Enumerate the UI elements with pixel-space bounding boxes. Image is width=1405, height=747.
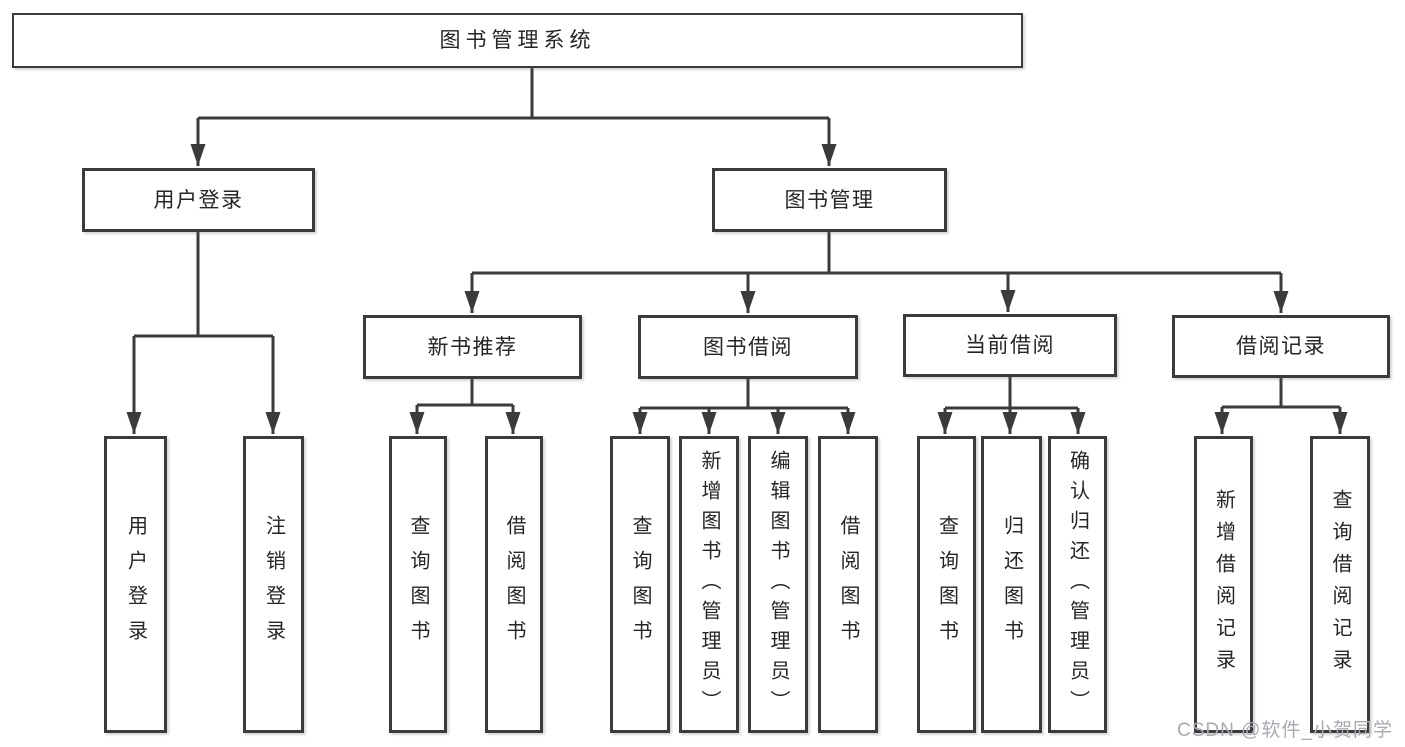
leaf-add-borrow-record: 新增借阅记录	[1194, 436, 1253, 733]
node-label: 图书管理	[784, 188, 875, 212]
leaf-return-book: 归还图书	[981, 436, 1042, 733]
leaf-label: 查询图书	[407, 514, 429, 655]
leaf-label: 新增借阅记录	[1212, 488, 1235, 681]
leaf-logout: 注销登录	[243, 436, 304, 733]
leaf-user-login: 用户登录	[104, 436, 167, 733]
node-label: 新书推荐	[427, 335, 518, 359]
node-label: 当前借阅	[965, 334, 1055, 357]
leaf-current-query-books: 查询图书	[917, 436, 976, 733]
node-borrow-records: 借阅记录	[1172, 315, 1390, 378]
leaf-add-book-admin: 新增图书（管理员）	[679, 436, 739, 733]
node-user-login-branch: 用户登录	[82, 168, 315, 232]
leaf-label: 注销登录	[262, 514, 285, 655]
leaf-label: 借阅图书	[503, 514, 525, 655]
node-root: 图书管理系统	[12, 13, 1023, 68]
node-label: 借阅记录	[1236, 335, 1326, 358]
node-book-management-branch: 图书管理	[712, 168, 947, 232]
leaf-label: 新增图书（管理员）	[698, 449, 720, 720]
node-current-borrow: 当前借阅	[903, 314, 1117, 377]
node-root-label: 图书管理系统	[439, 29, 596, 52]
node-label: 图书借阅	[703, 335, 793, 359]
node-new-book-recommend: 新书推荐	[363, 315, 582, 379]
leaf-label: 查询借阅记录	[1329, 488, 1351, 681]
leaf-borrow-borrow-books: 借阅图书	[818, 436, 878, 733]
csdn-watermark: CSDN @软件_小贺同学	[1177, 720, 1393, 741]
leaf-label: 确认归还（管理员）	[1066, 449, 1089, 720]
leaf-label: 查询图书	[629, 514, 651, 655]
leaf-label: 编辑图书（管理员）	[767, 449, 789, 720]
leaf-recommend-query-books: 查询图书	[389, 436, 447, 733]
leaf-label: 查询图书	[935, 514, 958, 655]
leaf-edit-book-admin: 编辑图书（管理员）	[748, 436, 808, 733]
leaf-label: 借阅图书	[837, 514, 859, 655]
leaf-recommend-borrow-books: 借阅图书	[485, 436, 543, 733]
leaf-label: 用户登录	[124, 514, 147, 655]
leaf-query-borrow-record: 查询借阅记录	[1310, 436, 1370, 733]
leaf-borrow-query-books: 查询图书	[610, 436, 670, 733]
node-book-borrow: 图书借阅	[638, 315, 858, 379]
node-label: 用户登录	[153, 188, 244, 212]
leaf-confirm-return-admin: 确认归还（管理员）	[1048, 436, 1107, 733]
leaf-label: 归还图书	[1000, 514, 1023, 655]
